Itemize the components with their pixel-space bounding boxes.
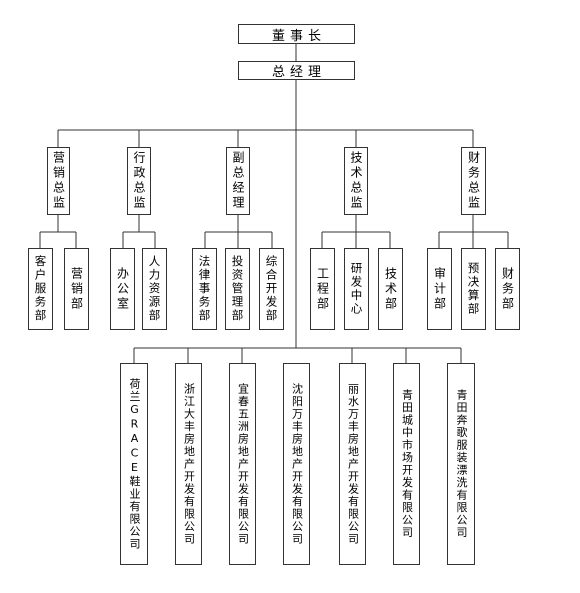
department-box: 技术部 [378, 248, 403, 330]
subsidiary-label: 宜春五洲房地产开发有限公司 [236, 382, 250, 546]
department-box: 办公室 [110, 248, 135, 330]
general-manager-box: 总经理 [238, 61, 355, 80]
department-label: 投资管理部 [230, 255, 245, 323]
subsidiary-label: 丽水万丰房地产开发有限公司 [346, 382, 360, 546]
department-label: 办公室 [115, 266, 130, 312]
department-box: 研发中心 [344, 248, 369, 330]
subsidiary-box: 青田奔歌服装漂洗有限公司 [447, 363, 475, 565]
chairman-label: 董事长 [271, 28, 326, 44]
department-label: 财务部 [500, 266, 515, 312]
general-manager-label: 总经理 [271, 65, 326, 80]
director-label: 行政总监 [132, 151, 146, 211]
department-box: 综合开发部 [259, 248, 284, 330]
department-label: 研发中心 [349, 262, 364, 316]
chairman-box: 董事长 [238, 24, 355, 44]
director-label: 财务总监 [466, 151, 481, 211]
department-label: 审计部 [432, 266, 447, 312]
department-label: 预决算部 [466, 262, 481, 316]
director-box-marketing: 营销总监 [47, 147, 70, 215]
department-label: 综合开发部 [264, 255, 279, 323]
department-box: 审计部 [427, 248, 452, 330]
subsidiary-label: 浙江大丰房地产开发有限公司 [182, 382, 196, 546]
director-box-finance: 财务总监 [461, 147, 486, 215]
department-box: 法律事务部 [192, 248, 217, 330]
department-label: 人力资源部 [147, 255, 162, 323]
director-label: 营销总监 [51, 151, 66, 211]
subsidiary-label: 沈阳万丰房地产开发有限公司 [290, 382, 304, 546]
department-label: 客户服务部 [33, 255, 48, 323]
department-box: 客户服务部 [28, 248, 53, 330]
director-box-tech: 技术总监 [344, 147, 368, 215]
director-box-deputy-gm: 副总经理 [226, 147, 250, 215]
subsidiary-label: 青田城中市场开发有限公司 [400, 389, 414, 539]
director-label: 副总经理 [231, 151, 245, 211]
subsidiary-box: 沈阳万丰房地产开发有限公司 [283, 363, 310, 565]
subsidiary-box: 荷兰GRACE鞋业有限公司 [120, 363, 148, 565]
department-box: 工程部 [310, 248, 335, 330]
department-box: 营销部 [64, 248, 89, 330]
subsidiary-box: 宜春五洲房地产开发有限公司 [229, 363, 256, 565]
subsidiary-box: 丽水万丰房地产开发有限公司 [339, 363, 366, 565]
department-box: 预决算部 [461, 248, 486, 330]
director-label: 技术总监 [349, 151, 363, 211]
department-box: 人力资源部 [142, 248, 167, 330]
subsidiary-label: 荷兰GRACE鞋业有限公司 [128, 377, 141, 551]
subsidiary-label: 青田奔歌服装漂洗有限公司 [455, 389, 468, 539]
department-box: 投资管理部 [225, 248, 250, 330]
subsidiary-box: 浙江大丰房地产开发有限公司 [175, 363, 202, 565]
department-label: 营销部 [69, 266, 84, 312]
director-box-admin: 行政总监 [127, 147, 151, 215]
department-label: 技术部 [383, 266, 398, 312]
subsidiary-box: 青田城中市场开发有限公司 [393, 363, 420, 565]
department-label: 工程部 [315, 266, 330, 312]
department-label: 法律事务部 [197, 255, 212, 323]
department-box: 财务部 [495, 248, 520, 330]
